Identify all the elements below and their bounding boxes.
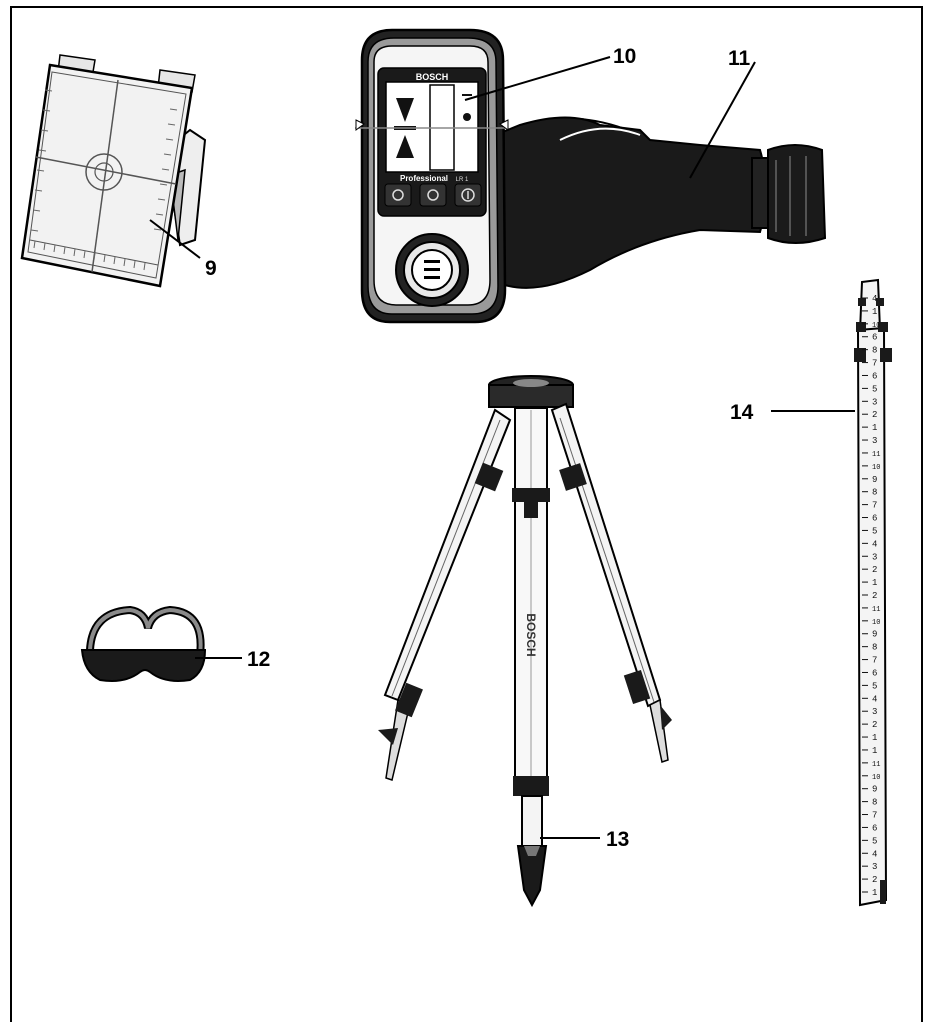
rod-scale-label: 5 bbox=[872, 384, 877, 394]
callout-11: 11 bbox=[728, 47, 751, 70]
rod-scale-label: 3 bbox=[872, 707, 877, 717]
rod-scale-label: 3 bbox=[872, 436, 877, 446]
rod-scale-label: 1 bbox=[872, 888, 877, 898]
callout-13: 13 bbox=[606, 828, 630, 851]
rod-scale-label: 6 bbox=[872, 514, 877, 524]
rod-scale-label: 11 bbox=[872, 606, 880, 614]
callout-14: 14 bbox=[730, 401, 754, 424]
rod-scale-label: 5 bbox=[872, 836, 877, 846]
laser-target-plate bbox=[20, 54, 207, 288]
rod-scale-label: 5 bbox=[872, 526, 877, 536]
laser-viewing-glasses bbox=[80, 605, 242, 682]
callout-9: 9 bbox=[205, 257, 217, 280]
rod-scale-label: 6 bbox=[872, 823, 877, 833]
rod-scale-label: 10 bbox=[872, 619, 880, 627]
rod-scale-label: 3 bbox=[872, 552, 877, 562]
laser-receiver bbox=[355, 28, 611, 324]
callout-10: 10 bbox=[613, 45, 637, 68]
rod-scale-label: 2 bbox=[872, 410, 877, 420]
rod-scale-label: 9 bbox=[872, 475, 877, 485]
rod-scale-label: 8 bbox=[872, 798, 877, 808]
rod-scale-label: 3 bbox=[872, 397, 877, 407]
rod-scale-label: 6 bbox=[872, 668, 877, 678]
rod-scale-label: 3 bbox=[872, 862, 877, 872]
rod-scale-label: 2 bbox=[872, 875, 877, 885]
measuring-rod bbox=[771, 278, 892, 907]
rod-scale-label: 2 bbox=[872, 591, 877, 601]
rod-scale-label: 2 bbox=[872, 720, 877, 730]
rod-scale-label: 9 bbox=[872, 630, 877, 640]
tripod bbox=[378, 375, 672, 908]
rod-scale-label: 10 bbox=[872, 464, 880, 472]
rod-scale-label: 7 bbox=[872, 359, 877, 369]
rod-scale-label: 1 bbox=[872, 423, 877, 433]
measuring-rod-scale: 4110687653213111098765432121110987654321… bbox=[862, 294, 880, 898]
callout-12: 12 bbox=[247, 648, 271, 671]
receiver-product-line-text: Professional bbox=[400, 174, 448, 183]
receiver-holder bbox=[493, 61, 827, 289]
rod-scale-label: 11 bbox=[872, 451, 880, 459]
rod-scale-label: 7 bbox=[872, 656, 877, 666]
tripod-brand-text: BOSCH bbox=[524, 613, 538, 656]
rod-scale-label: 1 bbox=[872, 746, 877, 756]
rod-scale-label: 10 bbox=[872, 774, 880, 782]
rod-scale-label: 4 bbox=[872, 849, 877, 859]
rod-scale-label: 7 bbox=[872, 501, 877, 511]
figure-frame bbox=[10, 6, 923, 1022]
rod-scale-label: 1 bbox=[872, 578, 877, 588]
rod-scale-label: 10 bbox=[872, 322, 880, 330]
rod-scale-label: 11 bbox=[872, 761, 880, 769]
rod-scale-label: 1 bbox=[872, 733, 877, 743]
rod-scale-label: 4 bbox=[872, 294, 877, 304]
receiver-model-text: LR 1 bbox=[456, 177, 469, 183]
rod-scale-label: 1 bbox=[872, 307, 877, 317]
rod-scale-label: 9 bbox=[872, 785, 877, 795]
rod-scale-label: 4 bbox=[872, 694, 877, 704]
rod-scale-label: 4 bbox=[872, 539, 877, 549]
receiver-brand-text: BOSCH bbox=[416, 72, 449, 82]
rod-scale-label: 5 bbox=[872, 681, 877, 691]
rod-scale-label: 8 bbox=[872, 488, 877, 498]
rod-scale-label: 7 bbox=[872, 811, 877, 821]
rod-scale-label: 8 bbox=[872, 643, 877, 653]
rod-scale-label: 8 bbox=[872, 346, 877, 356]
rod-scale-label: 2 bbox=[872, 565, 877, 575]
rod-scale-label: 6 bbox=[872, 333, 877, 343]
rod-scale-label: 6 bbox=[872, 371, 877, 381]
